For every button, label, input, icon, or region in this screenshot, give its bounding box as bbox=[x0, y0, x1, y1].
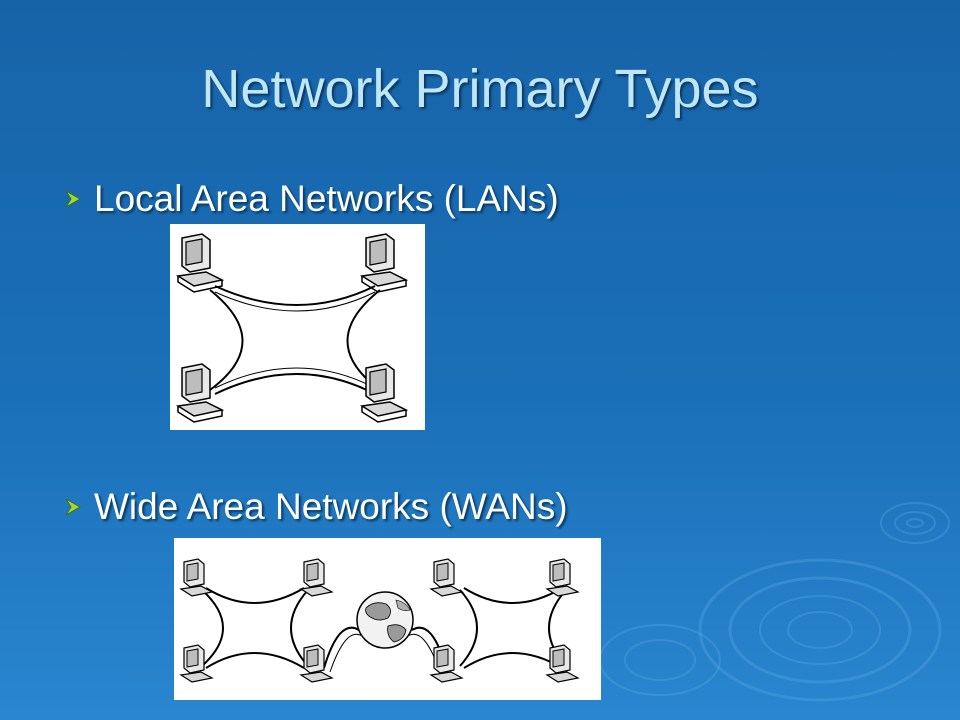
computer-icon bbox=[177, 233, 223, 293]
arrow-bullet-icon bbox=[65, 190, 82, 208]
computer-icon bbox=[361, 363, 407, 423]
globe-icon bbox=[356, 591, 414, 649]
wan-diagram bbox=[174, 538, 601, 700]
computer-icon bbox=[180, 558, 213, 597]
slide-title: Network Primary Types bbox=[201, 59, 759, 119]
computer-icon bbox=[546, 644, 579, 683]
lan-diagram bbox=[170, 224, 425, 430]
bullet-lan: Local Area Networks (LANs) bbox=[62, 178, 559, 220]
computer-icon bbox=[180, 644, 213, 683]
arrow-bullet-icon bbox=[65, 498, 82, 516]
computer-icon bbox=[361, 233, 407, 293]
computer-icon bbox=[546, 558, 579, 597]
bullet-wan-label: Wide Area Networks (WANs) bbox=[94, 486, 568, 527]
computer-icon bbox=[430, 558, 463, 597]
computer-icon bbox=[430, 644, 463, 683]
bullet-wan: Wide Area Networks (WANs) bbox=[62, 486, 568, 528]
computer-icon bbox=[300, 644, 333, 683]
bullet-lan-label: Local Area Networks (LANs) bbox=[94, 178, 559, 219]
computer-icon bbox=[300, 558, 333, 597]
